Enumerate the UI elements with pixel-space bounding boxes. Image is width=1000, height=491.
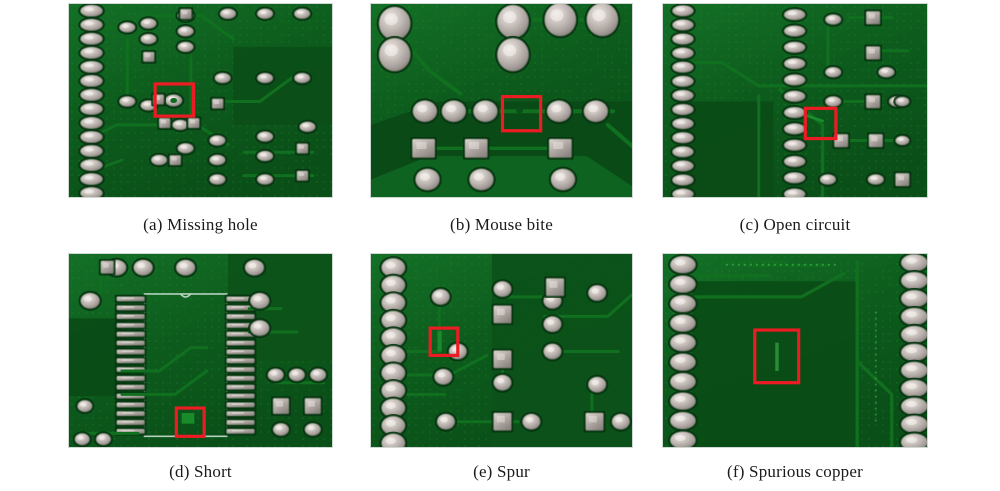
- panel-caption-c: (c) Open circuit: [739, 215, 851, 234]
- figure-panel-f: [662, 253, 928, 484]
- figure-panel-a: [68, 3, 333, 237]
- pcb-image-d: [68, 253, 333, 448]
- figure-panel-d: [68, 253, 333, 484]
- pcb-image-a: [68, 3, 333, 198]
- pcb-image-e: [370, 253, 633, 448]
- figure-panel-b: [370, 3, 633, 237]
- figure-panel-e: [370, 253, 633, 484]
- panel-caption-d: (d) Short: [169, 462, 232, 481]
- pcb-image-b: [370, 3, 633, 198]
- panel-caption-e: (e) Spur: [473, 462, 530, 481]
- pcb-image-c: [662, 3, 928, 198]
- figure-panel-c: [662, 3, 928, 237]
- pcb-image-f: [662, 253, 928, 448]
- panel-caption-a: (a) Missing hole: [143, 215, 258, 234]
- panel-caption-b: (b) Mouse bite: [450, 215, 553, 234]
- panel-caption-f: (f) Spurious copper: [727, 462, 863, 481]
